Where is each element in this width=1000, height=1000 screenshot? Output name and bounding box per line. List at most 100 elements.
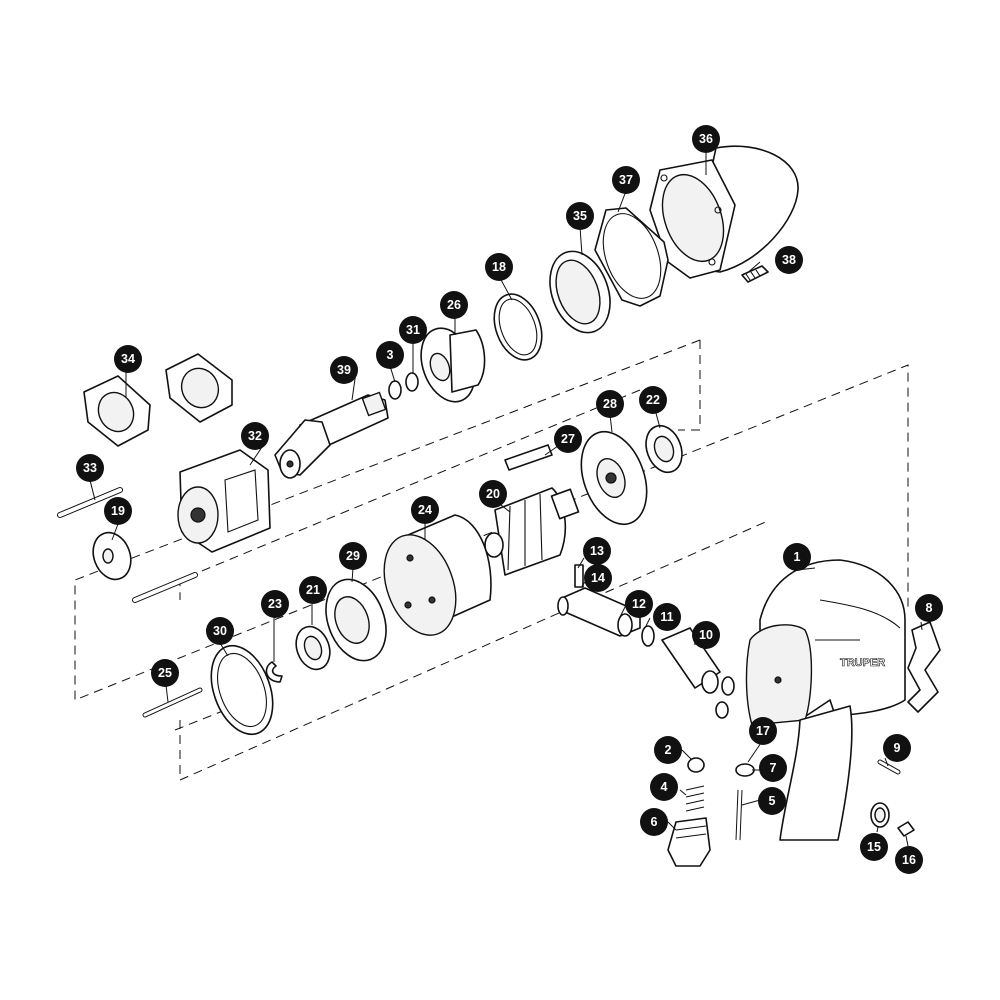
callout-26: 26 — [440, 291, 468, 319]
callout-label: 35 — [573, 209, 587, 223]
callout-5: 5 — [758, 787, 786, 815]
callout-23: 23 — [261, 590, 289, 618]
callout-label: 33 — [83, 461, 97, 475]
cage-pins — [57, 487, 198, 603]
callout-label: 39 — [337, 363, 351, 377]
callout-36: 36 — [692, 125, 720, 153]
callout-label: 7 — [770, 761, 777, 775]
callout-15: 15 — [860, 833, 888, 861]
callout-label: 10 — [699, 628, 713, 642]
callout-label: 36 — [699, 132, 713, 146]
callout-label: 24 — [418, 503, 432, 517]
callout-17: 17 — [749, 717, 777, 745]
circlip — [265, 661, 283, 683]
air-inlet-parts — [667, 757, 711, 867]
callout-label: 27 — [561, 432, 575, 446]
callout-label: 22 — [646, 393, 660, 407]
callout-24: 24 — [411, 496, 439, 524]
leader-lines — [89, 150, 923, 847]
end-plate — [420, 327, 486, 403]
callout-label: 3 — [387, 348, 394, 362]
callout-label: 21 — [306, 583, 320, 597]
inlet-cap — [870, 802, 915, 837]
callout-label: 29 — [346, 549, 360, 563]
rotor — [484, 487, 580, 576]
callout-9: 9 — [883, 734, 911, 762]
anvil — [274, 391, 389, 479]
callout-6: 6 — [640, 808, 668, 836]
small-rings — [388, 372, 419, 400]
callout-label: 34 — [121, 352, 135, 366]
callout-30: 30 — [206, 617, 234, 645]
callout-label: 20 — [486, 487, 500, 501]
callout-label: 15 — [867, 840, 881, 854]
bearing-ring — [549, 250, 611, 334]
callout-label: 37 — [619, 173, 633, 187]
tool-housing: TRUPER — [745, 559, 906, 841]
callout-label: 13 — [590, 544, 604, 558]
callout-label: 11 — [660, 610, 673, 624]
callout-label: 26 — [447, 298, 461, 312]
callout-label: 16 — [902, 853, 916, 867]
hammer-pair — [83, 353, 233, 447]
pin-25 — [142, 687, 203, 718]
callout-11: 11 — [653, 603, 681, 631]
callout-label: 23 — [268, 597, 282, 611]
callout-18: 18 — [485, 253, 513, 281]
callout-label: 31 — [406, 323, 420, 337]
callout-10: 10 — [692, 621, 720, 649]
front-plate — [580, 430, 648, 526]
rear-plate — [325, 578, 387, 662]
callout-label: 8 — [926, 601, 933, 615]
callout-label: 1 — [794, 550, 801, 564]
reverse-lever — [907, 621, 941, 713]
callout-27: 27 — [554, 425, 582, 453]
valve-rings — [617, 613, 655, 647]
callout-1: 1 — [783, 543, 811, 571]
brand-text: TRUPER — [840, 657, 885, 669]
callout-label: 2 — [665, 743, 672, 757]
pin-9 — [877, 759, 901, 775]
callout-29: 29 — [339, 542, 367, 570]
callout-20: 20 — [479, 480, 507, 508]
callout-25: 25 — [151, 659, 179, 687]
rotor-blades — [504, 444, 553, 471]
callout-22: 22 — [639, 386, 667, 414]
callout-16: 16 — [895, 846, 923, 874]
callout-39: 39 — [330, 356, 358, 384]
callout-2: 2 — [654, 736, 682, 764]
callout-label: 18 — [492, 260, 506, 274]
callout-label: 9 — [894, 741, 901, 755]
callout-label: 6 — [651, 815, 658, 829]
hammer-cage — [177, 449, 271, 553]
callout-12: 12 — [625, 590, 653, 618]
front-gasket — [210, 644, 274, 736]
washer-19 — [92, 531, 132, 581]
callout-label: 17 — [756, 724, 770, 738]
valve-sleeve — [661, 627, 735, 696]
callout-label: 30 — [213, 624, 227, 638]
callout-3: 3 — [376, 341, 404, 369]
callout-21: 21 — [299, 576, 327, 604]
callout-35: 35 — [566, 202, 594, 230]
callout-38: 38 — [775, 246, 803, 274]
rear-cover — [649, 145, 799, 279]
callout-label: 5 — [769, 794, 776, 808]
throttle-valve-parts — [715, 701, 755, 841]
cover-screw — [741, 265, 769, 283]
callout-31: 31 — [399, 316, 427, 344]
bearing-21 — [295, 625, 331, 671]
callout-19: 19 — [104, 497, 132, 525]
callout-4: 4 — [650, 773, 678, 801]
callout-label: 12 — [632, 597, 646, 611]
callout-37: 37 — [612, 166, 640, 194]
callout-label: 19 — [111, 504, 125, 518]
callout-13: 13 — [583, 537, 611, 565]
rear-gasket — [594, 207, 669, 307]
callout-label: 25 — [158, 666, 172, 680]
o-ring-18 — [493, 293, 543, 361]
callout-label: 38 — [782, 253, 796, 267]
callout-34: 34 — [114, 345, 142, 373]
callout-14: 14 — [584, 564, 612, 592]
